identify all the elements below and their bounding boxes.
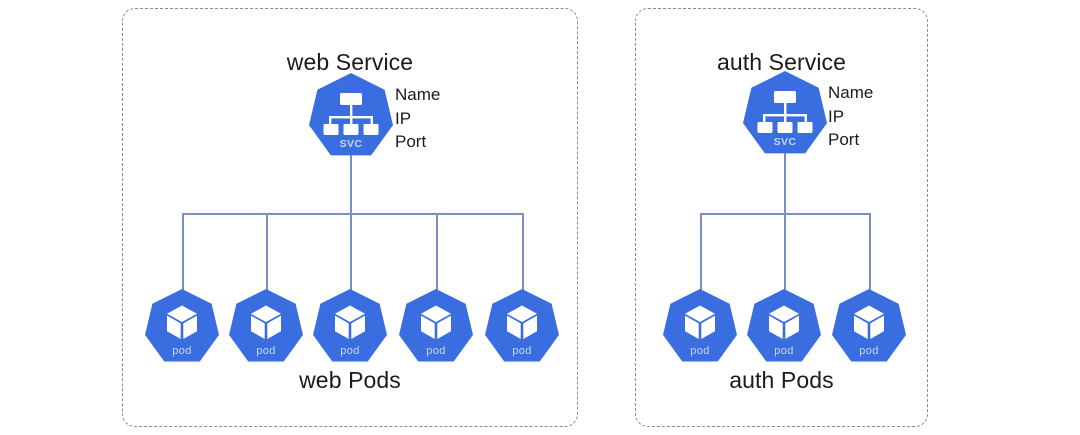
pod-icon[interactable]: pod [229,289,303,362]
web-attr-ip: IP [395,108,412,128]
connector-web-drop-1 [182,213,184,294]
connector-auth-service-stem [784,151,786,214]
pod-cube-glyph [854,305,884,339]
pod-cube-glyph [507,305,537,339]
auth-attr-port: Port [828,130,860,149]
connector-web-bus [182,213,522,215]
auth-service-svc-icon[interactable]: SVC [743,71,827,154]
panel-auth-service: auth Service SVC Name IP Port [635,8,928,427]
pod-icon[interactable]: pod [747,289,821,362]
pod-cube-glyph [251,305,281,339]
auth-service-title: auth Service [716,49,847,75]
pod-cube-glyph [167,305,197,339]
pod-icon[interactable]: pod [832,289,906,362]
connector-web-drop-4 [436,213,438,294]
service-tree-glyph [323,93,379,135]
service-tree-glyph [757,91,813,133]
web-service-svc-icon[interactable]: SVC [309,73,393,156]
connector-web-service-stem [350,151,352,214]
pod-cube-glyph [685,305,715,339]
pod-cube-glyph [335,305,365,339]
pod-icon[interactable]: pod [313,289,387,362]
pod-icon[interactable]: pod [399,289,473,362]
auth-service-attributes: Name IP Port [828,81,873,152]
auth-attr-name: Name [828,83,874,102]
pod-icon[interactable]: pod [663,289,737,362]
pod-icon[interactable]: pod [145,289,219,362]
connector-auth-drop-3 [869,213,871,294]
auth-pods-caption: auth Pods [729,367,834,393]
connector-web-drop-3 [350,213,352,294]
pod-icon[interactable]: pod [485,289,559,362]
auth-attr-ip: IP [828,106,845,126]
panel-web-service: web Service SVC Name IP Port [122,8,578,427]
pod-cube-glyph [769,305,799,339]
web-service-title: web Service [286,49,414,75]
web-service-attributes: Name IP Port [395,83,440,154]
connector-web-drop-5 [522,213,524,294]
web-attr-port: Port [395,132,427,151]
connector-auth-drop-1 [700,213,702,294]
web-attr-name: Name [395,85,441,104]
web-pods-caption: web Pods [299,367,401,393]
connector-auth-drop-2 [784,213,786,294]
pod-cube-glyph [421,305,451,339]
connector-web-drop-2 [266,213,268,294]
